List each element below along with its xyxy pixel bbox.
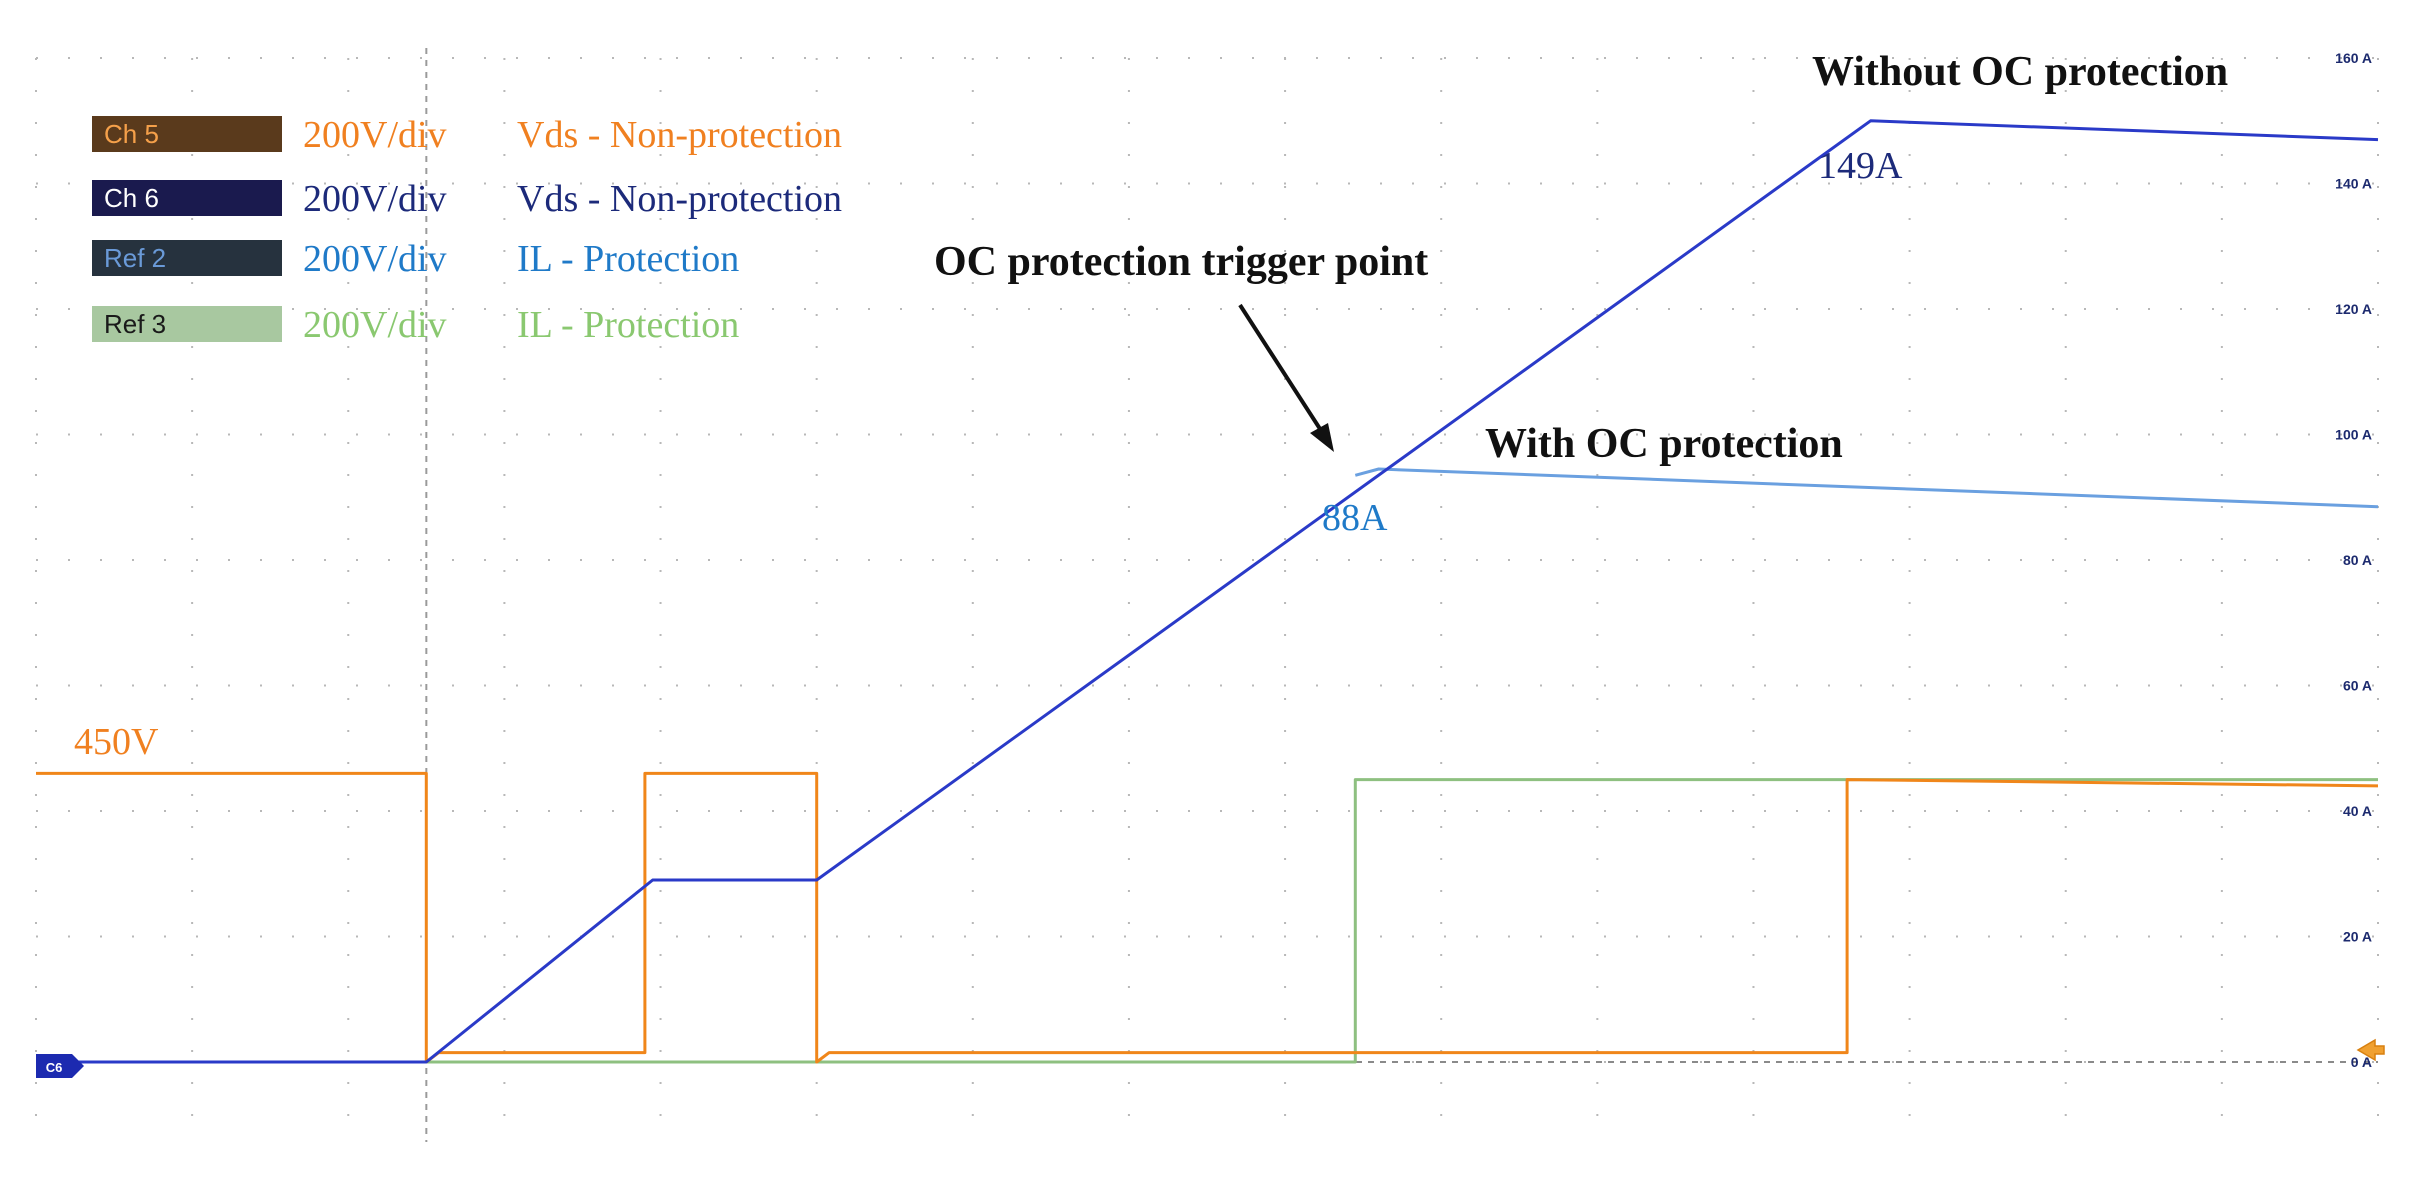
annotation-without-protection: Without OC protection bbox=[1812, 49, 2228, 95]
legend-entry-ref3: Ref 3 200V/div IL - Protection bbox=[92, 304, 739, 346]
legend-scale: 200V/div bbox=[303, 304, 447, 346]
legend-entry-ref2: Ref 2 200V/div IL - Protection bbox=[92, 238, 739, 280]
y-tick-label: 80 A bbox=[2343, 552, 2372, 568]
trigger-point-arrow-icon bbox=[1238, 303, 1334, 452]
legend-scale: 200V/div bbox=[303, 114, 447, 156]
legend-description: Vds - Non-protection bbox=[517, 114, 842, 156]
y-tick-label: 0 A bbox=[2351, 1054, 2372, 1070]
legend-scale: 200V/div bbox=[303, 178, 447, 220]
legend-entry-ch5: Ch 5 200V/div Vds - Non-protection bbox=[92, 114, 842, 156]
y-tick-label: 100 A bbox=[2335, 427, 2372, 443]
legend-entry-ch6: Ch 6 200V/div Vds - Non-protection bbox=[92, 178, 842, 220]
legend-description: Vds - Non-protection bbox=[517, 178, 842, 220]
trigger-level-arrow-icon[interactable] bbox=[2356, 1038, 2385, 1062]
legend-scale: 200V/div bbox=[303, 238, 447, 280]
legend: Ch 5 200V/div Vds - Non-protection Ch 6 … bbox=[92, 114, 842, 346]
legend-description: IL - Protection bbox=[517, 304, 739, 346]
legend-badge-label: Ref 2 bbox=[104, 243, 166, 273]
y-tick-label: 160 A bbox=[2335, 50, 2372, 66]
y-tick-label: 40 A bbox=[2343, 803, 2372, 819]
annotation-peak-with: 88A bbox=[1322, 497, 1388, 539]
annotation-with-protection: With OC protection bbox=[1485, 421, 1843, 467]
y-tick-label: 140 A bbox=[2335, 176, 2372, 192]
legend-badge-label: Ch 5 bbox=[104, 119, 159, 149]
annotation-trigger-point: OC protection trigger point bbox=[934, 239, 1428, 285]
series-ch-5 bbox=[36, 771, 2379, 1064]
channel-ground-marker[interactable]: C6 bbox=[36, 1054, 84, 1078]
legend-badge-label: Ref 3 bbox=[104, 309, 166, 339]
grid bbox=[35, 48, 2379, 1142]
series-ref-2 bbox=[1354, 467, 2379, 509]
series-ch-6 bbox=[36, 119, 2379, 1064]
channel-marker-label: C6 bbox=[46, 1060, 63, 1075]
legend-description: IL - Protection bbox=[517, 238, 739, 280]
y-axis-ticks: 160 A 140 A 120 A 100 A 80 A 60 A 40 A 20 A 0 A bbox=[2335, 50, 2372, 1070]
legend-badge-label: Ch 6 bbox=[104, 183, 159, 213]
y-tick-label: 120 A bbox=[2335, 301, 2372, 317]
annotation-peak-without: 149A bbox=[1818, 145, 1903, 187]
series-ref-3 bbox=[36, 778, 2378, 1064]
waveforms bbox=[36, 119, 2379, 1064]
y-tick-label: 60 A bbox=[2343, 678, 2372, 694]
y-tick-label: 20 A bbox=[2343, 929, 2372, 945]
annotation-voltage-level: 450V bbox=[74, 721, 159, 763]
